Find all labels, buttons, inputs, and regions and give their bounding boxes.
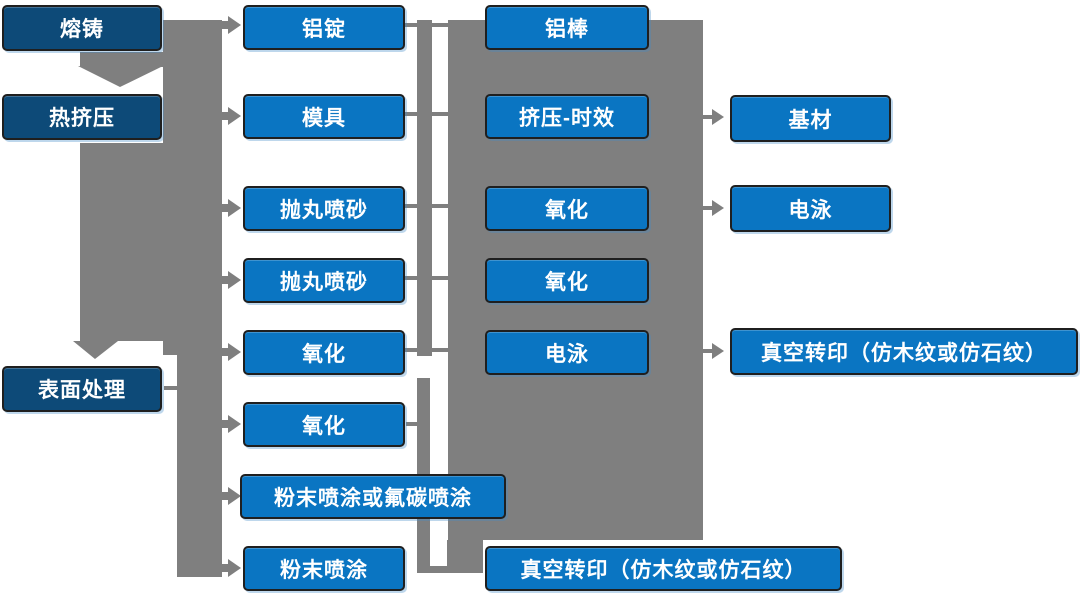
node-shot-blasting-2: 抛丸喷砂 <box>243 258 405 303</box>
node-hot-extrusion: 热挤压 <box>2 94 162 140</box>
node-label: 热挤压 <box>49 107 115 130</box>
node-vacuum-transfer-bottom: 真空转印（仿木纹或仿石纹） <box>485 546 842 591</box>
node-aluminum-ingot: 铝锭 <box>243 5 405 50</box>
arrow-to-powder-coating <box>222 559 241 577</box>
block-branch-arrows <box>703 109 724 359</box>
left-trunk-connector <box>73 20 222 577</box>
node-label: 真空转印（仿木纹或仿石纹） <box>520 558 807 582</box>
node-label: 粉末喷涂或氟碳喷涂 <box>274 486 472 510</box>
arrow-to-vacuum-transfer-right <box>703 343 724 359</box>
arrow-to-powder-or-fluorocarbon <box>222 487 241 505</box>
node-electrophoresis-1: 电泳 <box>485 330 649 375</box>
arrow-to-oxidation-1 <box>222 343 241 361</box>
trunk-branch-arrows <box>222 16 241 577</box>
node-label: 电泳 <box>788 198 833 222</box>
node-label: 电泳 <box>545 342 589 366</box>
node-label: 熔铸 <box>60 18 104 41</box>
arrow-to-oxidation-2 <box>222 415 241 433</box>
node-label: 粉末喷涂 <box>280 558 368 582</box>
node-oxidation-1: 氧化 <box>243 330 405 375</box>
arrow-to-aluminum-ingot <box>222 16 241 34</box>
node-label: 表面处理 <box>38 379 126 402</box>
node-label: 真空转印（仿木纹或仿石纹） <box>761 341 1047 365</box>
node-label: 铝棒 <box>545 17 589 41</box>
node-electrophoresis-2: 电泳 <box>730 185 891 232</box>
node-melting-casting: 熔铸 <box>2 5 162 51</box>
node-powder-coating: 粉末喷涂 <box>243 546 405 591</box>
node-label: 氧化 <box>545 198 589 222</box>
node-extrusion-aging: 挤压-时效 <box>485 94 649 139</box>
node-powder-or-fluorocarbon-coating: 粉末喷涂或氟碳喷涂 <box>240 474 506 519</box>
node-label: 铝锭 <box>302 17 346 41</box>
arrow-to-mold <box>222 107 241 125</box>
arrow-to-base-material <box>703 109 724 125</box>
node-shot-blasting-1: 抛丸喷砂 <box>243 186 405 231</box>
node-aluminum-rod: 铝棒 <box>485 5 649 50</box>
node-base-material: 基材 <box>730 95 891 142</box>
node-label: 氧化 <box>302 414 346 438</box>
node-oxidation-4: 氧化 <box>485 258 649 303</box>
node-mold: 模具 <box>243 94 405 139</box>
node-oxidation-2: 氧化 <box>243 402 405 447</box>
node-oxidation-3: 氧化 <box>485 186 649 231</box>
node-label: 抛丸喷砂 <box>280 198 368 222</box>
node-label: 基材 <box>788 108 833 132</box>
node-label: 氧化 <box>545 270 589 294</box>
middle-collector-upper <box>405 20 448 356</box>
node-label: 挤压-时效 <box>519 106 615 130</box>
arrow-to-shot-blasting-1 <box>222 199 241 217</box>
node-surface-treatment: 表面处理 <box>2 366 162 412</box>
node-label: 抛丸喷砂 <box>280 270 368 294</box>
arrow-to-shot-blasting-2 <box>222 271 241 289</box>
node-vacuum-transfer-right: 真空转印（仿木纹或仿石纹） <box>730 328 1078 375</box>
arrow-to-electrophoresis-right <box>703 200 724 216</box>
node-label: 模具 <box>302 106 346 130</box>
node-label: 氧化 <box>302 342 346 366</box>
